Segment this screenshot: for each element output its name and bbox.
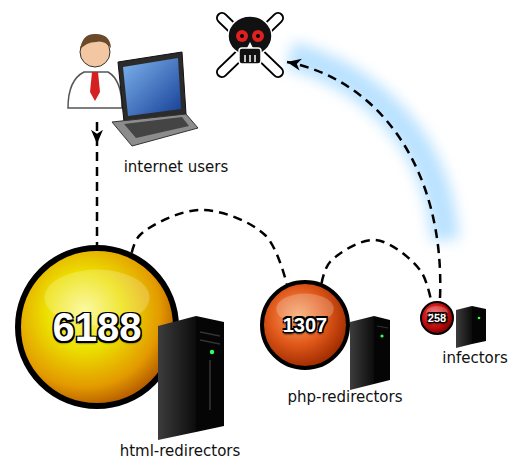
group-label: php-redirectors bbox=[287, 389, 402, 406]
blue-glow bbox=[290, 55, 445, 240]
infection-arrow bbox=[287, 62, 440, 298]
user-node: internet users bbox=[60, 30, 190, 122]
group-label: html-redirectors bbox=[120, 443, 241, 460]
user-icon bbox=[68, 34, 122, 108]
laptop-icon bbox=[112, 52, 198, 146]
group-label: infectors bbox=[442, 350, 507, 367]
redirector-circle: 6188html-redirectors bbox=[15, 245, 179, 409]
circle-shape bbox=[18, 248, 176, 406]
redirector-circle: 1307php-redirectors bbox=[260, 280, 350, 370]
infector-circle: 258infectors bbox=[420, 301, 454, 335]
flow-connector bbox=[96, 122, 99, 245]
skull-icon bbox=[222, 16, 278, 72]
count-number: 1307 bbox=[283, 314, 328, 337]
server-icon bbox=[350, 316, 390, 390]
circle-shape bbox=[262, 282, 348, 368]
server-icon bbox=[456, 306, 486, 348]
count-number: 258 bbox=[428, 312, 446, 325]
server-icon bbox=[158, 316, 224, 440]
count-number: 6188 bbox=[53, 304, 142, 350]
flow-connector bbox=[322, 240, 432, 302]
flow-connector bbox=[132, 210, 287, 284]
group-label: internet users bbox=[124, 159, 229, 176]
circle-shape bbox=[421, 302, 453, 334]
